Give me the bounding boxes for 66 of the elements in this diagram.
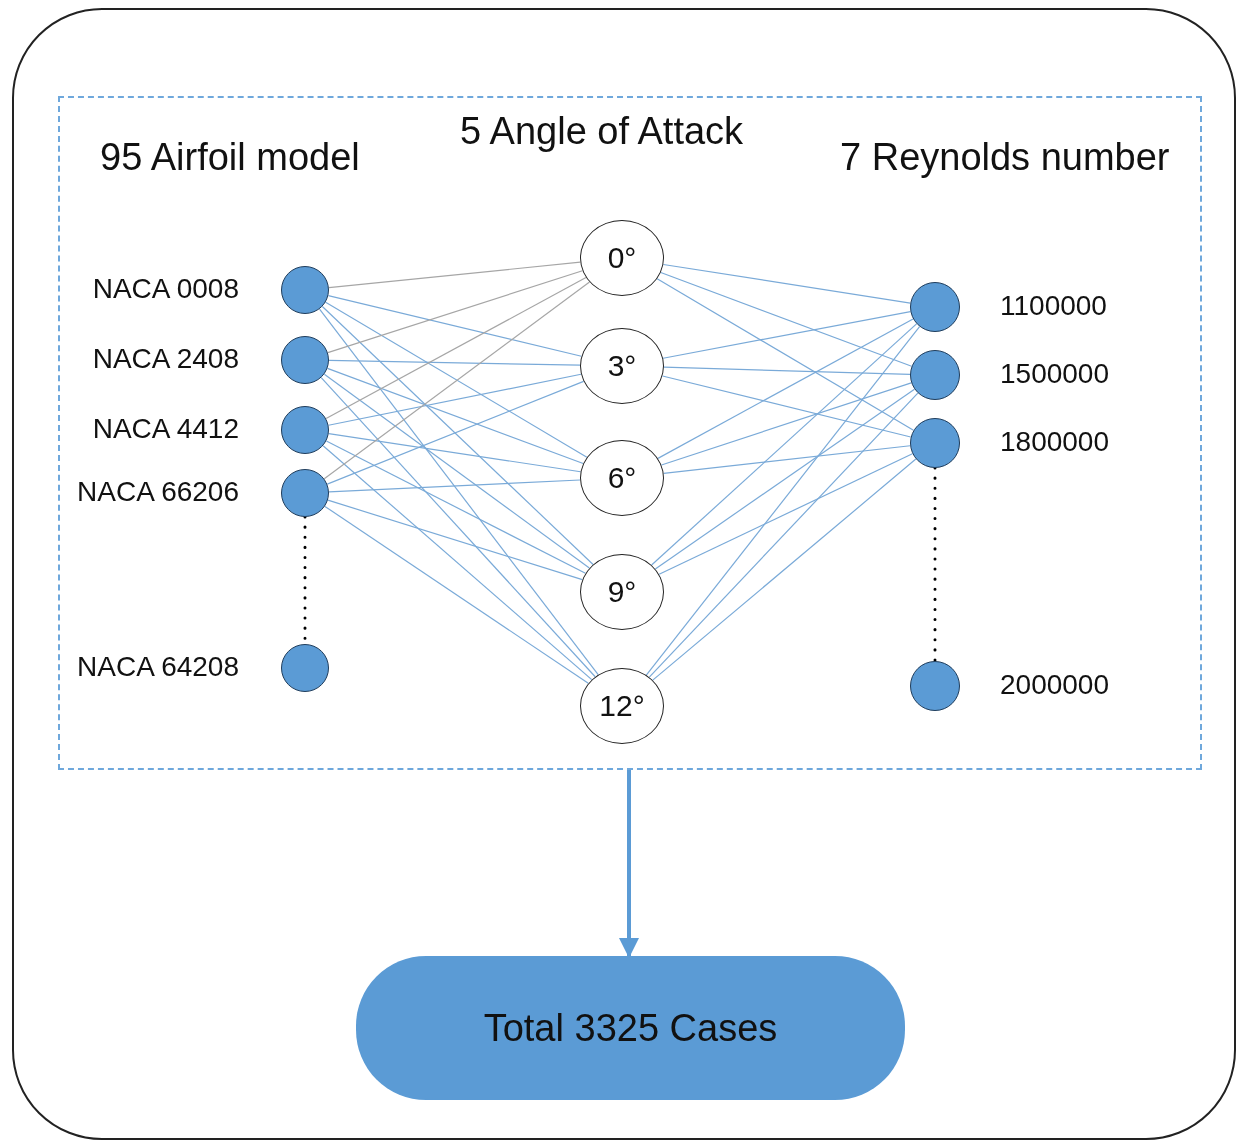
connector-line bbox=[321, 305, 594, 566]
connector-line bbox=[327, 499, 583, 581]
connector-line bbox=[660, 382, 912, 466]
column-heading: 7 Reynolds number bbox=[840, 136, 1170, 179]
connector-line bbox=[323, 373, 590, 569]
node-caption: NACA 2408 bbox=[92, 343, 239, 375]
connector-line bbox=[663, 445, 911, 474]
connector-line bbox=[323, 281, 591, 480]
connector-line bbox=[648, 392, 919, 678]
circle-node: 9° bbox=[580, 554, 664, 630]
rounded-frame bbox=[12, 8, 1236, 1140]
connector-line bbox=[322, 445, 593, 681]
connector-line bbox=[320, 377, 596, 678]
node-caption: NACA 66206 bbox=[77, 476, 239, 508]
node-caption: 2000000 bbox=[1000, 669, 1109, 701]
filled-circle-node bbox=[281, 336, 329, 384]
circle-node: 6° bbox=[580, 440, 664, 516]
column-heading: 5 Angle of Attack bbox=[460, 110, 744, 153]
connector-line bbox=[663, 366, 911, 375]
connector-line bbox=[325, 276, 587, 420]
filled-circle-node bbox=[910, 350, 960, 400]
result-pill: Total 3325 Cases bbox=[356, 956, 905, 1100]
filled-circle-node bbox=[910, 418, 960, 468]
circle-node: 12° bbox=[580, 668, 664, 744]
connector-line bbox=[326, 380, 585, 485]
circle-node: 3° bbox=[580, 328, 664, 404]
node-caption: NACA 0008 bbox=[92, 273, 239, 305]
column-heading: 95 Airfoil model bbox=[100, 136, 360, 179]
filled-circle-node bbox=[910, 661, 960, 711]
connector-line bbox=[656, 278, 915, 431]
connector-line bbox=[328, 433, 582, 473]
connector-line bbox=[654, 388, 916, 570]
node-caption: 1100000 bbox=[1000, 290, 1107, 322]
connector-line bbox=[318, 308, 599, 676]
connector-line bbox=[662, 263, 911, 304]
filled-circle-node bbox=[281, 644, 329, 692]
connector-line bbox=[651, 323, 918, 566]
connector-line bbox=[327, 373, 582, 426]
connector-line bbox=[325, 301, 588, 458]
connector-line bbox=[658, 453, 914, 575]
circle-node: 0° bbox=[580, 220, 664, 296]
connector-line bbox=[328, 479, 581, 493]
node-caption: NACA 64208 bbox=[77, 651, 239, 683]
filled-circle-node bbox=[281, 266, 329, 314]
dashed-group-box bbox=[58, 96, 1202, 770]
connector-line bbox=[327, 295, 582, 357]
dotted-line bbox=[933, 466, 937, 663]
connector-line bbox=[662, 311, 912, 359]
connector-line bbox=[652, 458, 917, 681]
node-caption: NACA 4412 bbox=[92, 413, 239, 445]
connector-line bbox=[324, 505, 589, 684]
connector-line bbox=[327, 270, 584, 354]
node-caption: 1500000 bbox=[1000, 358, 1109, 390]
connector-line bbox=[657, 318, 914, 459]
connector-line bbox=[328, 261, 581, 289]
arrow bbox=[619, 770, 639, 958]
connector-line bbox=[326, 367, 584, 465]
node-caption: 1800000 bbox=[1000, 426, 1109, 458]
filled-circle-node bbox=[281, 469, 329, 517]
filled-circle-node bbox=[281, 406, 329, 454]
connector-line bbox=[660, 271, 913, 367]
connector-line bbox=[325, 440, 587, 574]
connector-line bbox=[645, 326, 921, 676]
connector-line bbox=[661, 375, 912, 438]
filled-circle-node bbox=[910, 282, 960, 332]
connector-line bbox=[328, 359, 581, 366]
